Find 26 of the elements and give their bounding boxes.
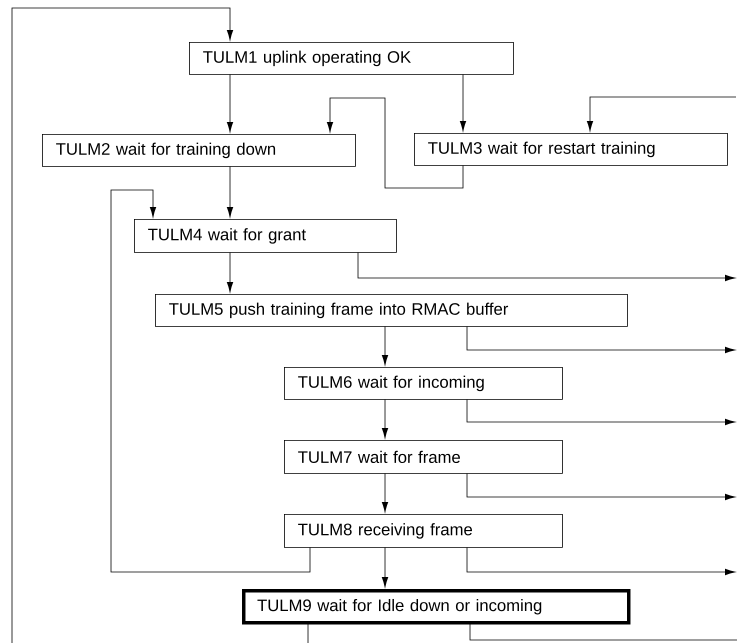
state-box: TULM8 receiving frame xyxy=(284,514,563,548)
arrow xyxy=(382,473,388,512)
state-box: TULM2 wait for training down xyxy=(42,134,356,167)
arrow xyxy=(326,98,464,188)
arrow xyxy=(466,473,736,500)
arrow xyxy=(382,326,388,366)
state-box: TULM7 wait for frame xyxy=(284,440,563,474)
arrow xyxy=(226,166,234,218)
arrow xyxy=(460,74,466,132)
arrow xyxy=(358,252,736,282)
arrow xyxy=(382,399,388,438)
arrow xyxy=(226,252,234,292)
arrow xyxy=(12,8,234,643)
arrow xyxy=(466,326,736,354)
state-box: TULM5 push training frame into RMAC buffer xyxy=(155,294,628,327)
state-box: TULM1 uplink operating OK xyxy=(189,42,514,75)
arrow xyxy=(110,190,310,572)
state-box: TULM4 wait for grant xyxy=(134,219,397,253)
state-box: TULM6 wait for incoming xyxy=(284,367,563,400)
arrow xyxy=(586,96,736,132)
arrow xyxy=(382,547,388,588)
state-box: TULM9 wait for Idle down or incoming xyxy=(242,589,630,624)
state-box: TULM3 wait for restart training xyxy=(414,133,728,166)
arrow xyxy=(226,74,234,132)
arrow xyxy=(466,399,736,426)
arrow xyxy=(466,547,736,576)
